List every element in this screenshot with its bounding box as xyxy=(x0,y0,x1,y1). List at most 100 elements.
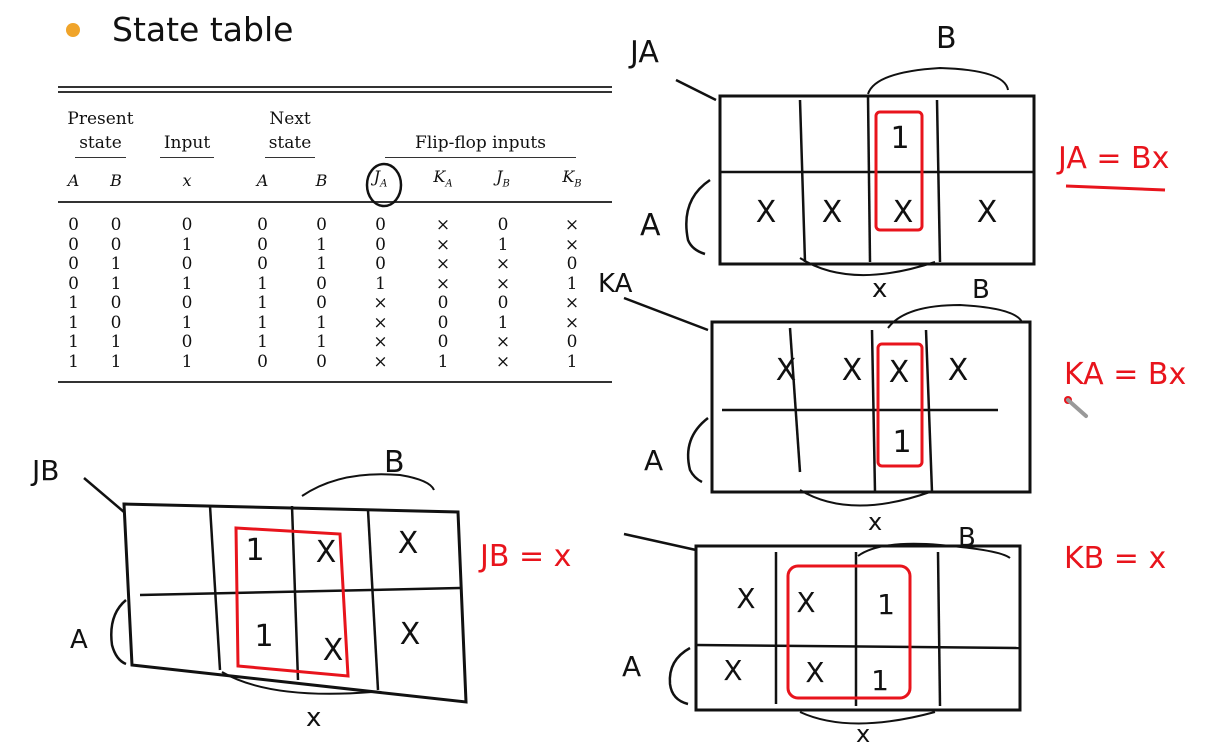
table-bottom-rule xyxy=(58,381,612,384)
slide-heading: State table xyxy=(66,10,293,49)
kmap-ja-group xyxy=(874,110,924,232)
svg-text:X: X xyxy=(723,654,742,687)
svg-text:X: X xyxy=(776,353,797,388)
table-cell: × xyxy=(564,215,580,236)
kmap-kb-var-a: A xyxy=(622,650,641,683)
kmap-jb-var-x: x xyxy=(306,703,321,733)
table-cell: 1 xyxy=(316,254,327,275)
table-cell: 0 xyxy=(110,293,122,314)
column-header: x xyxy=(182,170,192,190)
present-state-header: Present state xyxy=(58,93,143,158)
table-cell: 1 xyxy=(316,312,327,333)
table-cell: × xyxy=(564,234,580,255)
svg-text:X: X xyxy=(398,526,419,561)
svg-text:X: X xyxy=(736,582,755,615)
table-cell: × xyxy=(435,273,451,294)
state-table: Present state Input Next state Flip-flop… xyxy=(58,86,612,384)
column-header: B xyxy=(315,170,328,190)
table-cell: 0 xyxy=(316,351,327,372)
table-cell: 1 xyxy=(68,332,79,353)
bullet-icon xyxy=(66,22,80,37)
kmap-ja-var-x: x xyxy=(872,274,887,304)
table-cell: 1 xyxy=(257,293,268,314)
kmap-jb-var-b: B xyxy=(384,445,405,480)
table-cell: 0 xyxy=(316,215,327,236)
table-cell: 0 xyxy=(257,215,268,236)
svg-text:X: X xyxy=(842,353,863,388)
table-cell: 1 xyxy=(181,312,193,333)
table-cell: 0 xyxy=(566,332,578,353)
table-cell: 0 xyxy=(181,215,193,236)
column-header: A xyxy=(67,170,80,190)
table-cell: 0 xyxy=(497,293,509,314)
kmap-ka-var-b: B xyxy=(972,275,990,305)
table-cell: 0 xyxy=(316,293,327,314)
svg-text:1: 1 xyxy=(877,588,895,621)
table-cell: 1 xyxy=(437,351,449,372)
svg-text:X: X xyxy=(796,586,815,619)
kmap-ka-equation: KA = Bx xyxy=(1064,357,1186,392)
table-cell: 0 xyxy=(181,332,193,353)
table-top-rule xyxy=(58,86,612,93)
svg-text:1: 1 xyxy=(245,533,264,568)
svg-text:1: 1 xyxy=(892,425,911,460)
table-cell: 1 xyxy=(68,293,79,314)
table-cell: 0 xyxy=(68,234,79,255)
table-cell: × xyxy=(435,234,451,255)
svg-text:X: X xyxy=(948,353,969,388)
svg-text:X: X xyxy=(756,195,777,230)
svg-text:X: X xyxy=(893,195,914,230)
table-cell: 1 xyxy=(257,312,268,333)
table-cell: × xyxy=(564,293,580,314)
svg-text:X: X xyxy=(822,195,843,230)
table-cell: 0 xyxy=(110,312,122,333)
cursor-icon xyxy=(1064,396,1088,418)
table-cell: 0 xyxy=(257,254,268,275)
table-cell: 0 xyxy=(437,312,449,333)
table-cell: × xyxy=(495,351,511,372)
table-cell: 1 xyxy=(181,234,193,255)
kmap-kb-group xyxy=(786,564,912,700)
table-cell: 0 xyxy=(316,273,327,294)
kmap-kb-equation: KB = x xyxy=(1064,541,1166,576)
table-cell: × xyxy=(373,351,388,372)
svg-text:X: X xyxy=(400,617,421,652)
kmap-ja-label: JA xyxy=(628,35,659,70)
kmap-ja-var-b: B xyxy=(936,21,957,56)
kmap-jb-var-a: A xyxy=(70,625,88,655)
column-header: JA xyxy=(373,167,388,190)
table-cell: 0 xyxy=(181,293,193,314)
table-cell: × xyxy=(564,312,580,333)
table-cell: 1 xyxy=(181,273,193,294)
table-cell: 1 xyxy=(110,332,122,353)
table-cell: 1 xyxy=(316,234,327,255)
kmap-ka-label: KA xyxy=(598,269,633,299)
table-cell: 1 xyxy=(110,351,122,372)
svg-text:X: X xyxy=(805,656,824,689)
column-header: A xyxy=(256,170,269,190)
table-cell: 0 xyxy=(68,254,79,275)
table-cell: 1 xyxy=(566,273,578,294)
input-header: Input xyxy=(143,93,231,158)
header-rule xyxy=(58,201,612,204)
kmap-ka-group xyxy=(876,342,924,468)
flip-flop-inputs-header: Flip-flop inputs xyxy=(349,93,612,158)
table-cell: 1 xyxy=(110,273,122,294)
table-cell: 1 xyxy=(257,332,268,353)
svg-text:1: 1 xyxy=(254,619,273,654)
svg-text:X: X xyxy=(977,195,998,230)
table-cell: 1 xyxy=(181,351,193,372)
table-cell: 0 xyxy=(497,215,509,236)
table-cell: × xyxy=(495,273,511,294)
column-header: B xyxy=(110,170,122,190)
table-cell: 0 xyxy=(375,234,386,255)
